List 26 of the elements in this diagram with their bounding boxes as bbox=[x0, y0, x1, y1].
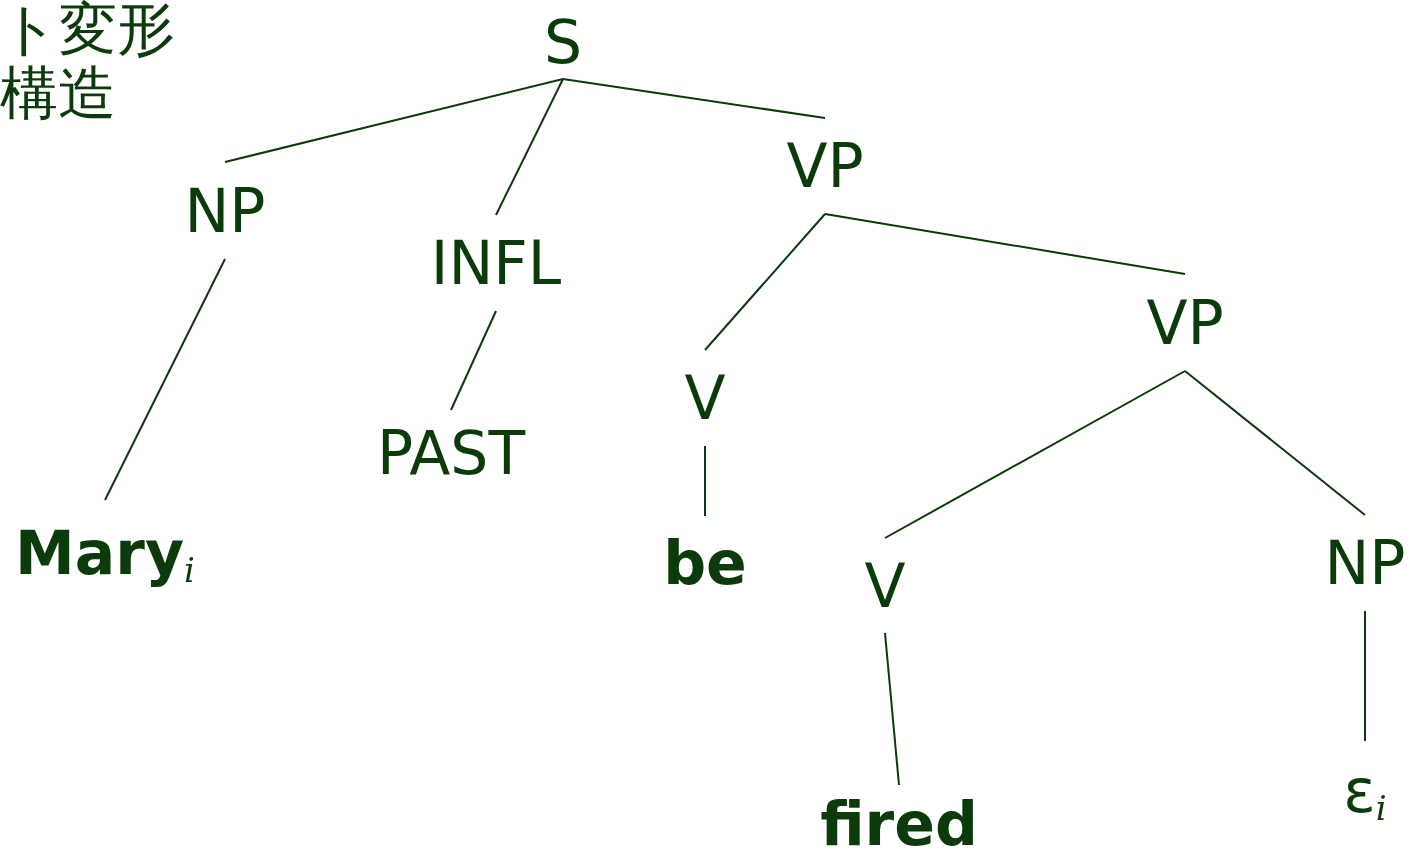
tree-branch bbox=[104, 258, 226, 501]
category-label: NP bbox=[1324, 533, 1406, 593]
tree-branch bbox=[495, 78, 564, 216]
category-label: INFL bbox=[430, 233, 562, 293]
heading-text: 構造 bbox=[0, 64, 117, 122]
category-label: VP bbox=[786, 136, 864, 196]
category-label: V bbox=[684, 368, 726, 428]
category-label: S bbox=[543, 11, 583, 72]
tree-branch bbox=[1184, 370, 1366, 516]
tree-branch bbox=[1364, 610, 1366, 742]
word-label: fired bbox=[820, 793, 978, 854]
category-label: V bbox=[864, 555, 906, 616]
tree-branch bbox=[824, 213, 1186, 275]
tree-branch bbox=[884, 632, 900, 786]
tree-branch bbox=[562, 78, 826, 119]
heading-text: ト変形 bbox=[0, 0, 175, 58]
tree-branch bbox=[884, 370, 1186, 539]
tree-branch bbox=[450, 310, 497, 411]
category-label: NP bbox=[184, 180, 266, 241]
tree-branch bbox=[704, 213, 826, 351]
word-label: be bbox=[663, 533, 747, 593]
tree-branch bbox=[224, 78, 564, 163]
category-label: VP bbox=[1146, 292, 1224, 353]
category-label: PAST bbox=[376, 422, 526, 483]
tree-branch bbox=[704, 445, 706, 517]
symbol-label: ε$_{i}$ bbox=[1343, 760, 1387, 821]
